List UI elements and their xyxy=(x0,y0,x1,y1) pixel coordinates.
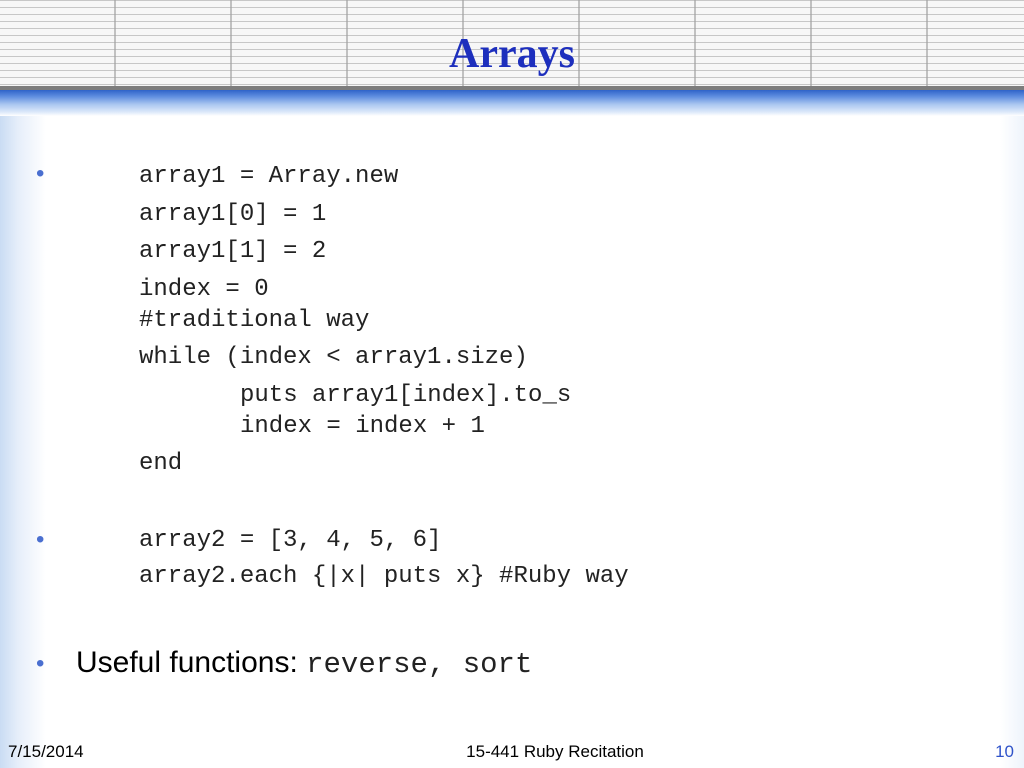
code-line-indented: puts array1[index].to_s xyxy=(240,382,572,409)
code-line: end xyxy=(139,450,183,477)
header-rule-blue xyxy=(0,90,1024,116)
useful-functions-text: Useful functions: reverse, sort xyxy=(76,646,532,685)
header-rule-dark xyxy=(0,86,1024,90)
code-line: array1[1] = 2 xyxy=(139,238,327,265)
useful-functions-label: Useful functions: xyxy=(76,646,307,679)
code-comment: #traditional way xyxy=(139,307,370,334)
useful-functions-names: reverse, sort xyxy=(306,648,533,681)
bullet-icon: • xyxy=(36,526,45,553)
header-pattern xyxy=(0,0,1024,88)
code-line: array2.each {|x| puts x} #Ruby way xyxy=(139,563,629,590)
code-line: array2 = [3, 4, 5, 6] xyxy=(139,527,442,554)
code-line-indented: index = index + 1 xyxy=(240,413,485,440)
code-line: index = 0 xyxy=(139,276,269,303)
code-line: array1 = Array.new xyxy=(139,163,399,190)
code-line: array1[0] = 1 xyxy=(139,201,327,228)
footer-course-title: 15-441 Ruby Recitation xyxy=(466,742,644,761)
footer-page-number: 10 xyxy=(995,742,1014,761)
bullet-icon: • xyxy=(36,160,45,187)
footer-date: 7/15/2014 xyxy=(8,742,84,761)
slide-title: Arrays xyxy=(449,31,575,77)
code-line: while (index < array1.size) xyxy=(139,344,528,371)
bullet-icon: • xyxy=(36,650,45,677)
